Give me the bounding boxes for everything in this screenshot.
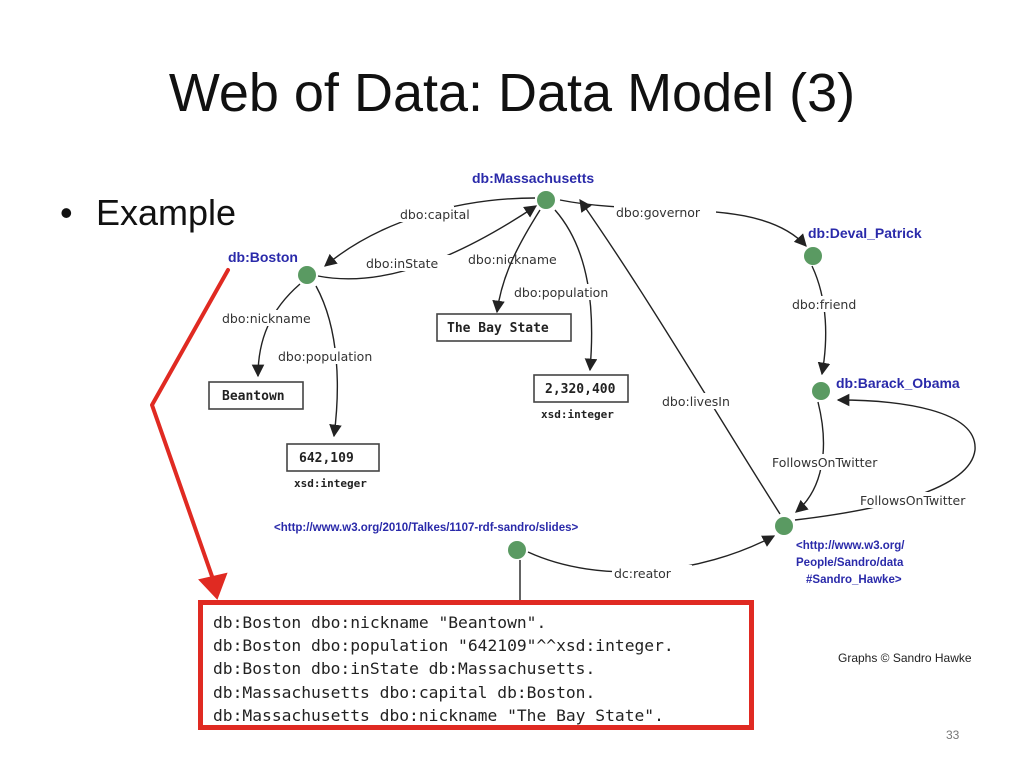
edge-ma-population	[554, 209, 598, 372]
edge-label-ma-population: dbo:population	[514, 285, 608, 300]
node-slides	[508, 541, 526, 559]
graph-credit: Graphs © Sandro Hawke	[838, 651, 972, 665]
code-line: db:Boston dbo:inState db:Massachusetts.	[213, 659, 596, 679]
edge-boston-nickname	[251, 283, 301, 378]
label-sandro-line-1: <http://www.w3.org/	[796, 540, 905, 552]
literal-ma-population-type: xsd:integer	[541, 408, 614, 421]
label-deval-patrick: db:Deval_Patrick	[808, 225, 922, 241]
label-massachusetts: db:Massachusetts	[472, 170, 594, 186]
edge-label-creator: dc:reator	[614, 566, 672, 581]
page-number: 33	[946, 728, 960, 742]
node-boston	[298, 266, 316, 284]
slide-title: Web of Data: Data Model (3)	[168, 63, 856, 123]
edge-lives-in	[579, 198, 781, 515]
edge-label-friend: dbo:friend	[792, 297, 856, 312]
literal-the-bay-state: The Bay State	[447, 321, 549, 336]
code-line: db:Massachusetts dbo:capital db:Boston.	[213, 682, 596, 702]
edge-label-capital: dbo:capital	[400, 207, 470, 222]
label-sandro-line-2: People/Sandro/data	[796, 557, 904, 569]
literal-box-boston-population	[286, 443, 380, 472]
bullet-dot-icon: •	[60, 192, 73, 233]
edge-label-in-state: dbo:inState	[366, 256, 439, 271]
code-line: db:Boston dbo:nickname "Beantown".	[213, 613, 547, 632]
edge-label-boston-nickname: dbo:nickname	[222, 311, 311, 326]
code-line: db:Boston dbo:population "642109"^^xsd:i…	[213, 636, 674, 656]
label-boston: db:Boston	[228, 249, 298, 265]
highlight-arrow-head-icon	[198, 572, 228, 600]
edge-label-follows-1: FollowsOnTwitter	[772, 455, 878, 470]
highlight-arrow-line	[150, 268, 230, 584]
literal-beantown: Beantown	[222, 389, 285, 404]
edge-label-boston-population: dbo:population	[278, 349, 372, 364]
node-massachusetts	[537, 191, 555, 209]
node-barack-obama	[812, 382, 830, 400]
label-barack-obama: db:Barack_Obama	[836, 375, 960, 391]
label-sandro-line-3: #Sandro_Hawke>	[806, 574, 902, 586]
bullet-item: • Example	[60, 192, 236, 234]
literal-boston-population-type: xsd:integer	[294, 477, 367, 490]
edge-label-follows-2: FollowsOnTwitter	[860, 493, 966, 508]
edge-label-governor: dbo:governor	[616, 205, 701, 220]
literal-ma-population: 2,320,400	[545, 382, 616, 397]
node-deval-patrick	[804, 247, 822, 265]
edge-label-ma-nickname: dbo:nickname	[468, 252, 557, 267]
edge-friend	[811, 265, 831, 376]
literal-box-the-bay-state	[436, 313, 572, 342]
bullet-text: Example	[96, 192, 237, 233]
code-line: db:Massachusetts dbo:nickname "The Bay S…	[213, 705, 664, 725]
triples-code-box: db:Boston dbo:nickname "Beantown". db:Bo…	[198, 600, 754, 730]
literal-box-beantown	[208, 381, 304, 410]
edge-ma-nickname	[492, 209, 541, 314]
literal-boston-population: 642,109	[299, 451, 354, 466]
node-sandro	[775, 517, 793, 535]
edge-label-lives-in: dbo:livesIn	[662, 394, 730, 409]
literal-box-ma-population	[533, 374, 629, 403]
label-slides: <http://www.w3.org/2010/Talkes/1107-rdf-…	[274, 522, 579, 534]
